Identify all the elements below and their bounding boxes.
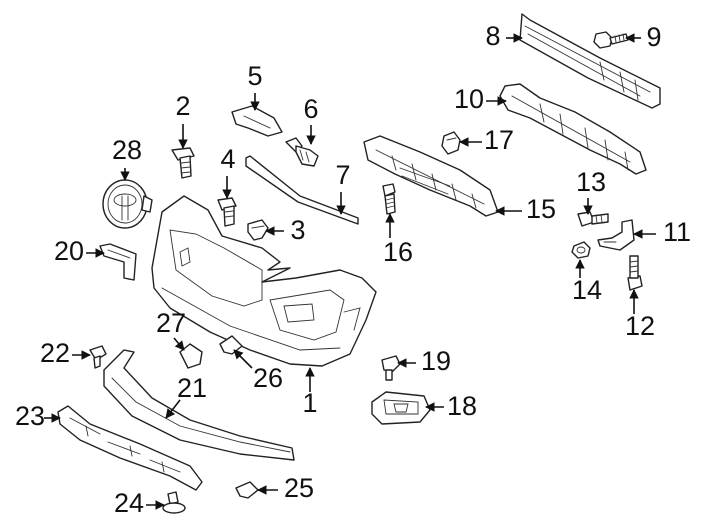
callout-16: 16 [383, 237, 413, 267]
part-13-bolt [577, 211, 609, 227]
callout-28: 28 [112, 135, 142, 165]
leader-26 [233, 349, 253, 369]
callout-15: 15 [526, 194, 556, 224]
part-9-bolt [593, 31, 629, 49]
leader-21 [165, 399, 181, 419]
part-8-reinforcement-bar [519, 13, 661, 109]
part-12-bolt [627, 255, 643, 291]
part-2-bolt [171, 147, 195, 179]
callout-4: 4 [220, 144, 235, 174]
part-24-push-clip [162, 491, 186, 514]
callout-18: 18 [447, 391, 477, 421]
callout-27: 27 [156, 308, 186, 338]
callout-14: 14 [572, 275, 602, 305]
part-1-bumper-cover [151, 195, 377, 367]
callout-labels: 1 2 3 4 5 6 7 8 9 10 11 12 13 14 15 16 1… [15, 21, 691, 518]
callout-10: 10 [454, 84, 484, 114]
part-19-clip [381, 355, 401, 381]
callout-6: 6 [303, 94, 318, 124]
part-25-clip [235, 481, 259, 499]
part-15-lower-absorber [363, 135, 499, 217]
leader-27 [173, 337, 185, 351]
callout-25: 25 [284, 473, 314, 503]
part-20-bracket [99, 243, 137, 281]
part-4-bolt [217, 197, 237, 227]
part-28-emblem [102, 179, 153, 229]
part-27-cap [179, 343, 203, 369]
leader-lines [44, 33, 656, 510]
part-6-bolt [285, 137, 319, 167]
callout-1: 1 [302, 388, 317, 418]
callout-3: 3 [290, 215, 305, 245]
part-17-clip [441, 131, 461, 155]
callout-26: 26 [253, 363, 283, 393]
callout-2: 2 [175, 91, 190, 121]
callout-5: 5 [247, 61, 262, 91]
callout-24: 24 [114, 488, 144, 518]
part-11-bracket [597, 219, 635, 251]
callout-11: 11 [663, 217, 691, 247]
callout-19: 19 [421, 346, 451, 376]
part-18-bezel [371, 391, 431, 425]
callout-22: 22 [40, 338, 70, 368]
part-3-clip [247, 219, 269, 241]
callout-7: 7 [335, 160, 350, 190]
part-21-spoiler [103, 349, 295, 461]
callout-8: 8 [485, 21, 500, 51]
callout-23: 23 [15, 401, 45, 431]
callout-13: 13 [576, 167, 606, 197]
part-22-clip [89, 345, 107, 369]
part-14-nut [571, 241, 591, 259]
part-7-molding [245, 155, 359, 225]
part-23-skid-plate [57, 405, 203, 491]
callout-9: 9 [646, 22, 661, 52]
callout-17: 17 [484, 125, 514, 155]
callout-12: 12 [625, 311, 655, 341]
part-5-bracket [231, 105, 283, 137]
callout-21: 21 [177, 373, 207, 403]
part-16-bolt [382, 183, 396, 215]
part-10-absorber [499, 83, 647, 175]
callout-20: 20 [54, 236, 84, 266]
